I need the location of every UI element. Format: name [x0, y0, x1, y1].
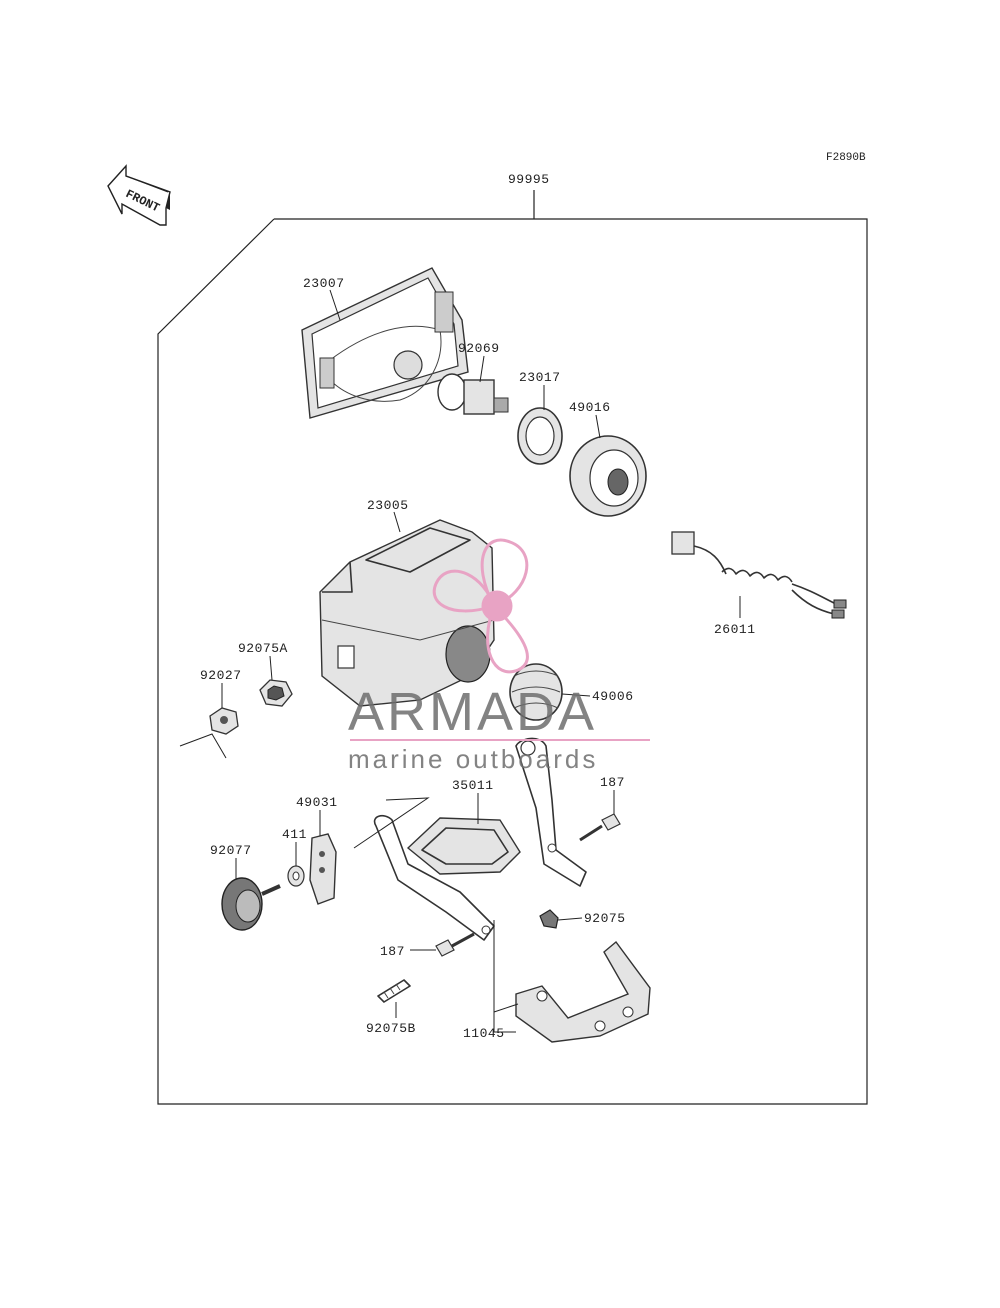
label-92027: 92027: [200, 668, 242, 683]
bracket-11045: [515, 940, 651, 1043]
label-411: 411: [282, 827, 307, 842]
watermark-propeller-icon: [432, 538, 529, 674]
label-23007: 23007: [303, 276, 345, 291]
label-92075A: 92075A: [238, 641, 288, 656]
watermark-brand: ARMADA: [348, 682, 597, 742]
boot-49016: [569, 435, 647, 517]
headlight-lens-23007: [301, 267, 469, 419]
housing-23005: [319, 519, 495, 707]
label-49016: 49016: [569, 400, 611, 415]
label-23005: 23005: [367, 498, 409, 513]
label-49006: 49006: [592, 689, 634, 704]
bolt-187-upper: [579, 813, 621, 842]
label-187-lower: 187: [380, 944, 405, 959]
assembly-frame: [157, 190, 868, 1105]
label-23017: 23017: [519, 370, 561, 385]
bolt-187-lower: [435, 932, 475, 957]
clip-92075B: [377, 979, 411, 1003]
watermark-tagline: marine outboards: [348, 744, 598, 774]
label-187-upper: 187: [600, 775, 625, 790]
label-92069: 92069: [458, 341, 500, 356]
label-26011: 26011: [714, 622, 756, 637]
label-11045: 11045: [463, 1026, 505, 1041]
ring-23017: [517, 407, 563, 465]
knob-92077: [221, 877, 281, 931]
washer-411: [287, 865, 305, 887]
label-92075: 92075: [584, 911, 626, 926]
label-92077: 92077: [210, 843, 252, 858]
boot-49006: [509, 663, 563, 721]
nut-92027: [209, 707, 239, 735]
label-49031: 49031: [296, 795, 338, 810]
watermark: ARMADA marine outboards: [348, 538, 650, 774]
clip-92075: [539, 909, 559, 929]
grommet-92075A: [259, 679, 293, 707]
bulb-92069: [437, 373, 509, 415]
front-arrow-icon: FRONT: [107, 164, 171, 226]
plate-49031: [309, 833, 337, 905]
harness-26011: [671, 531, 847, 619]
label-92075B: 92075B: [366, 1021, 416, 1036]
assembly-label: 99995: [508, 172, 550, 187]
figure-code: F2890B: [826, 152, 866, 164]
label-35011: 35011: [452, 778, 494, 793]
